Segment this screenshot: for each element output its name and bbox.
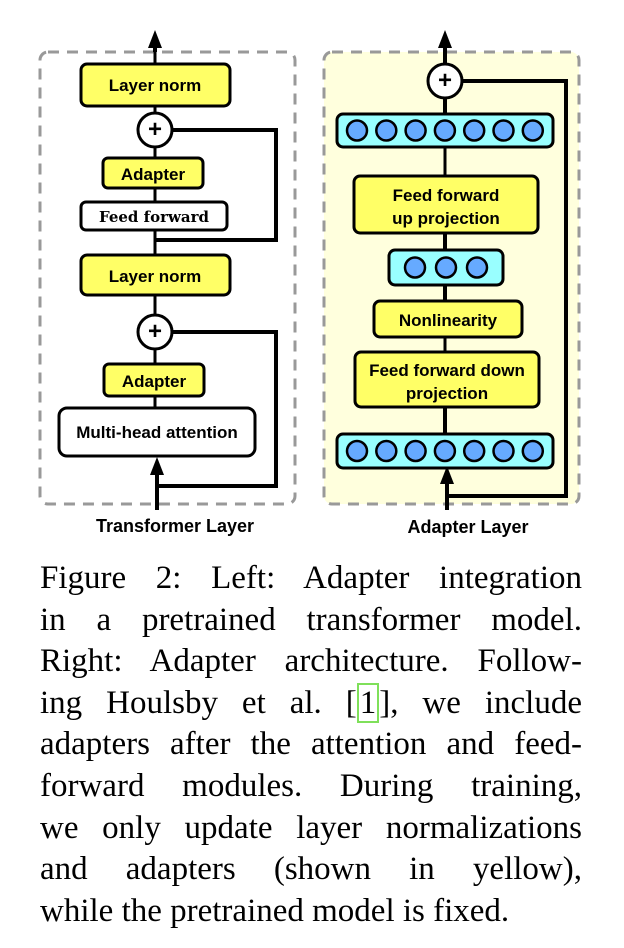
neuron-unit xyxy=(433,439,457,463)
adapter-top-block: Adapter xyxy=(101,156,205,190)
down-projection-block: Feed forward down projection xyxy=(353,350,541,409)
up-projection-block: Feed forward up projection xyxy=(352,174,540,235)
up-projection-label-line-2: up projection xyxy=(392,209,500,228)
residual-connection xyxy=(445,79,568,498)
caption-line: Right: Adapter architecture. Follow- xyxy=(40,643,582,680)
layer-norm-top-block: Layer norm xyxy=(79,62,232,108)
input-arrowhead-icon xyxy=(440,466,454,484)
layer-norm-top-label: Layer norm xyxy=(109,76,202,95)
adapter-layer-panel: + Feed forward up projection Nonlinearit… xyxy=(322,30,581,537)
add-bottom-node: + xyxy=(136,313,174,351)
output-arrowhead-icon xyxy=(148,30,162,48)
transformer-layer-border xyxy=(38,50,297,506)
skip-connection-bottom xyxy=(155,330,278,488)
down-projection-label-line-1: Feed forward down xyxy=(369,361,525,380)
output-vector xyxy=(335,112,555,149)
neuron-unit xyxy=(434,256,458,279)
neuron-unit xyxy=(404,119,427,142)
caption-line-prefix: ing Houlsby et al. [ xyxy=(40,684,357,721)
input-arrowhead-icon xyxy=(150,457,164,475)
adapter-bottom-block: Adapter xyxy=(102,362,206,398)
bottleneck-vector xyxy=(387,248,505,287)
neuron-unit xyxy=(521,119,545,142)
neuron-unit xyxy=(465,256,489,279)
nonlinearity-block: Nonlinearity xyxy=(372,299,524,339)
add-top-node: + xyxy=(136,111,174,149)
plus-icon: + xyxy=(148,318,162,345)
adapter-layer-label: Adapter Layer xyxy=(407,517,528,537)
figure-caption: Figure 2: Left: Adapter integration in a… xyxy=(40,558,582,932)
output-arrowhead-icon xyxy=(438,30,452,48)
neuron-unit xyxy=(345,439,369,463)
nonlinearity-label: Nonlinearity xyxy=(399,311,498,330)
caption-line: Figure 2: Left: Adapter integration xyxy=(40,560,582,596)
adapter-bottom-label: Adapter xyxy=(122,372,187,391)
plus-icon: + xyxy=(438,67,452,94)
layer-norm-bottom-label: Layer norm xyxy=(109,267,202,286)
neuron-unit xyxy=(375,439,398,463)
multi-head-attention-block: Multi-head attention xyxy=(57,406,257,458)
transformer-layer-label: Transformer Layer xyxy=(96,516,254,536)
neuron-unit xyxy=(521,439,545,463)
caption-line: adapters after the attention and feed- xyxy=(40,726,582,763)
caption-line: and adapters (shown in yellow), xyxy=(40,851,582,888)
adapter-figure: Layer norm + Adapter Feed forward Layer … xyxy=(38,30,581,537)
neuron-unit xyxy=(492,119,515,142)
neuron-unit xyxy=(433,119,457,142)
neuron-unit xyxy=(492,439,515,463)
add-node: + xyxy=(426,62,464,100)
multi-head-attention-label: Multi-head attention xyxy=(76,423,237,442)
caption-line: ing Houlsby et al. [1], we include xyxy=(40,682,582,725)
neuron-unit xyxy=(462,119,486,142)
caption-line: in a pretrained transformer model. xyxy=(40,601,582,638)
plus-icon: + xyxy=(148,116,162,143)
neuron-unit xyxy=(375,119,398,142)
input-vector xyxy=(335,432,555,470)
feed-forward-label: Feed forward xyxy=(99,208,210,226)
layer-norm-bottom-block: Layer norm xyxy=(79,253,232,297)
down-projection-label-line-2: projection xyxy=(406,384,488,403)
neuron-unit xyxy=(462,439,486,463)
caption-line: while the pretrained model is fixed. xyxy=(40,892,510,929)
skip-connection-top xyxy=(155,128,278,242)
citation-link[interactable]: 1 xyxy=(356,682,380,723)
neuron-unit xyxy=(345,119,369,142)
adapter-top-label: Adapter xyxy=(121,165,186,184)
caption-line-suffix: ], we include xyxy=(379,684,582,721)
caption-line: forward modules. During training, xyxy=(40,767,582,804)
caption-line: we only update layer normalizations xyxy=(40,809,582,846)
feed-forward-block: Feed forward xyxy=(79,200,229,232)
neuron-unit xyxy=(403,256,427,279)
neuron-unit xyxy=(404,439,427,463)
transformer-layer-panel: Layer norm + Adapter Feed forward Layer … xyxy=(38,30,297,536)
up-projection-label-line-1: Feed forward xyxy=(393,186,500,205)
